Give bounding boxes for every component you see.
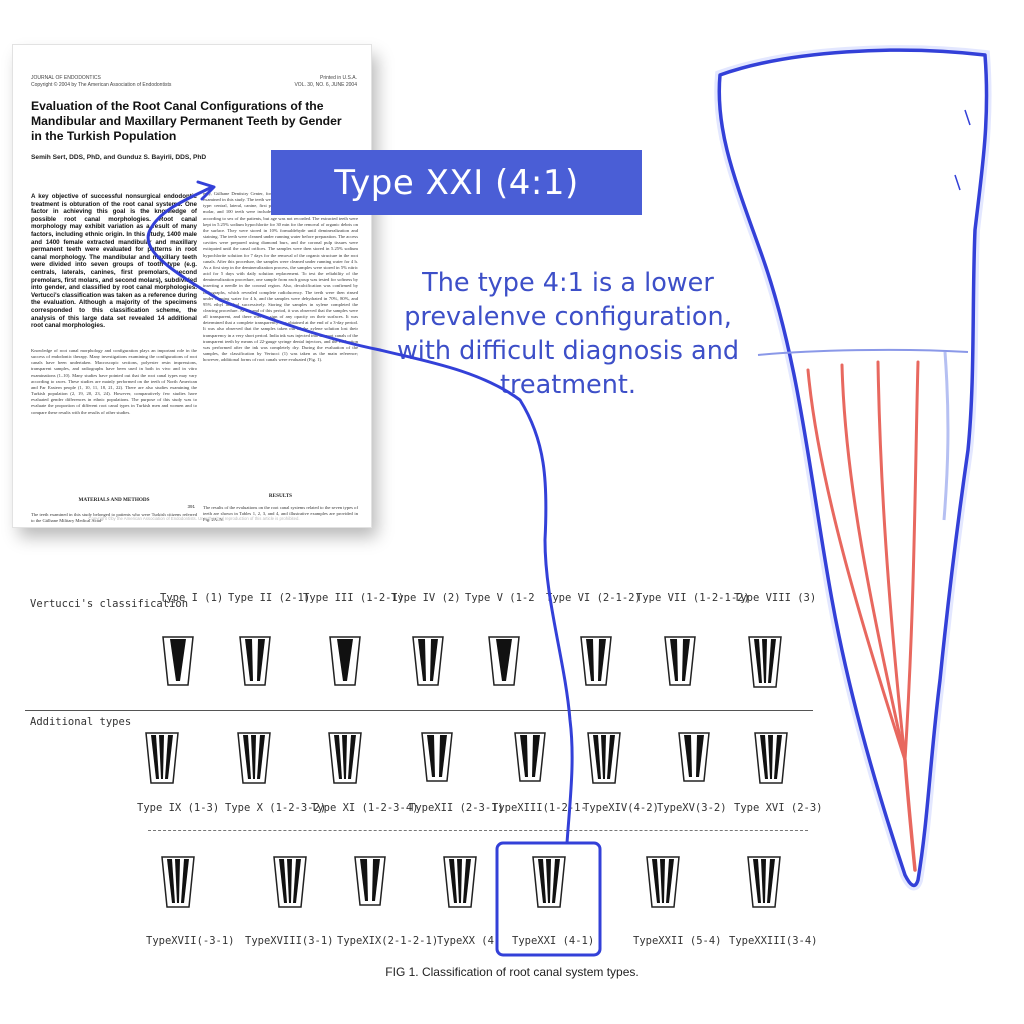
type-label: TypeXXIII(3-4) bbox=[729, 935, 818, 947]
printed-in: Printed in U.S.A. bbox=[320, 75, 357, 81]
root-canals bbox=[806, 360, 920, 872]
type-label: TypeXX (4) bbox=[437, 935, 501, 947]
journal-header-left: JOURNAL OF ENDODONTICS Copyright © 2004 … bbox=[31, 75, 171, 88]
type-label: Type VIII (3) bbox=[734, 592, 817, 604]
figure-caption: FIG 1. Classification of root canal syst… bbox=[385, 965, 639, 979]
type-label: TypeXIX(2-1-2-1) bbox=[337, 935, 439, 947]
canal-3 bbox=[876, 360, 907, 762]
article-body-left: Knowledge of root canal morphology and c… bbox=[31, 348, 197, 415]
journal-name: JOURNAL OF ENDODONTICS bbox=[31, 75, 101, 81]
row2-heading: Additional types bbox=[30, 716, 132, 728]
type-label: Type VII (1-2-1-2) bbox=[636, 592, 750, 604]
apical-canal bbox=[903, 758, 917, 872]
journal-header-right: Printed in U.S.A. VOL. 30, NO. 6, JUNE 2… bbox=[294, 75, 357, 88]
type-label: TypeXVII(-3-1) bbox=[146, 935, 235, 947]
type-label: Type XVI (2-3) bbox=[734, 802, 823, 814]
journal-volume: VOL. 30, NO. 6, JUNE 2004 bbox=[294, 81, 357, 88]
type-label: TypeXXII (5-4) bbox=[633, 935, 722, 947]
methods-text: The teeth examined in this study belonge… bbox=[31, 512, 197, 524]
type-label: TypeXVIII(3-1) bbox=[245, 935, 334, 947]
canal-4 bbox=[903, 360, 920, 762]
canal-1 bbox=[806, 368, 907, 762]
cej-line bbox=[757, 348, 969, 356]
tooth-outline bbox=[717, 48, 989, 888]
journal-copyright: Copyright © 2004 by The American Associa… bbox=[31, 81, 172, 88]
article-title: Evaluation of the Root Canal Configurati… bbox=[31, 99, 342, 143]
article-abstract: A key objective of successful nonsurgica… bbox=[31, 193, 197, 330]
methods-heading: MATERIALS AND METHODS bbox=[78, 497, 150, 503]
type-label: TypeXV(3-2) bbox=[657, 802, 727, 814]
type-label: TypeXIV(4-2) bbox=[583, 802, 659, 814]
article-authors: Semih Sert, DDS, PhD, and Gunduz S. Bayi… bbox=[31, 154, 207, 161]
canal-2 bbox=[840, 363, 907, 762]
